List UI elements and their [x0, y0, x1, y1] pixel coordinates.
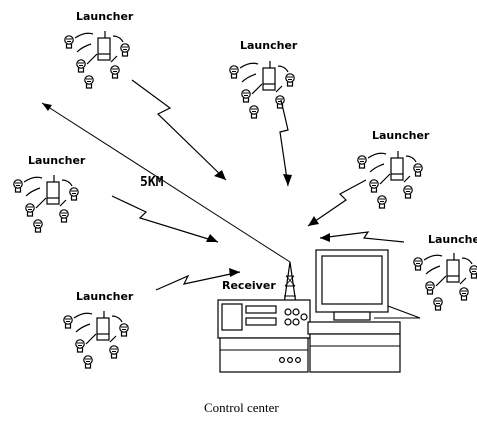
launcher-device-icon: [230, 61, 294, 118]
caption: Control center: [204, 400, 279, 415]
launcher-device-icon: [14, 175, 78, 232]
launcher-group-far-right: Launcher: [414, 233, 477, 310]
lightning-signal-icon: [307, 179, 367, 227]
lightning-signal-icon: [319, 231, 405, 243]
launcher-device-icon: [414, 253, 477, 310]
launcher-group-bottom-left: Launcher: [64, 290, 134, 368]
launcher-group-middle-right: Launcher: [358, 129, 430, 208]
launcher-label: Launcher: [372, 129, 430, 142]
receiver-label: Receiver: [222, 279, 276, 292]
launcher-label: Launcher: [76, 10, 134, 23]
launcher-label: Launcher: [28, 154, 86, 167]
launcher-label: Launcher: [240, 39, 298, 52]
distance-indicator: 5KM: [41, 102, 291, 263]
launcher-device-icon: [65, 31, 129, 88]
lightning-signal-icon: [111, 195, 219, 243]
launcher-device-icon: [64, 311, 128, 368]
launcher-label: Launcher: [428, 233, 477, 246]
lightning-signal-icon: [155, 268, 241, 291]
lightning-signal-icon: [279, 99, 292, 187]
control-desk: [219, 337, 309, 373]
lightning-signal-icon: [131, 79, 227, 181]
launcher-label: Launcher: [76, 290, 134, 303]
launcher-group-top-left: Launcher: [65, 10, 134, 88]
computer-monitor-icon: [307, 249, 421, 373]
launcher-group-middle-left: Launcher: [14, 154, 86, 232]
launcher-device-icon: [358, 151, 422, 208]
launcher-group-top-center: Launcher: [230, 39, 298, 118]
distance-label: 5KM: [140, 175, 164, 190]
receiver-antenna-icon: [283, 261, 297, 305]
receiver-unit: [217, 299, 311, 339]
